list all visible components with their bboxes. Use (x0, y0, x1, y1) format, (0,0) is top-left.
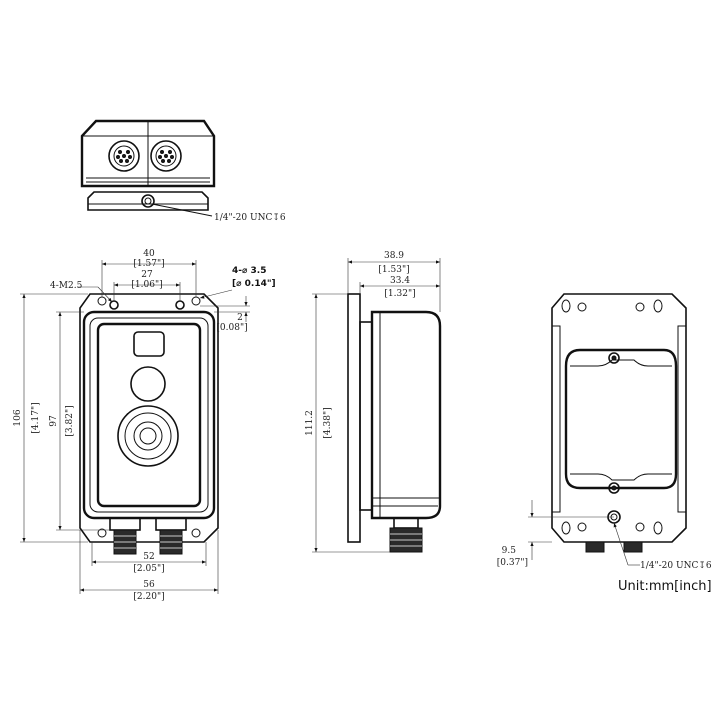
back-mount-plate (551, 293, 687, 543)
dim-offset-2: 2 (237, 313, 243, 323)
side-housing (370, 310, 442, 520)
top-view-thread-hole-icon (141, 194, 155, 208)
top-connector-right-icon (150, 140, 182, 172)
front-lens-small-icon (130, 366, 166, 402)
dim-width-40: 40 (143, 249, 155, 259)
callout-hole-d35-inch: [⌀ 0.14"] (232, 279, 276, 289)
side-connector-icon (389, 517, 423, 553)
dim-height-97-inch: [3.82"] (65, 405, 75, 436)
dim-width-27-inch: [1.06"] (131, 280, 162, 290)
unit-label: Unit:mm[inch] (618, 579, 712, 594)
top-view: 1/4"-20 UNC↧6 (80, 119, 286, 223)
back-connector-left-icon (585, 541, 605, 553)
front-housing (82, 310, 216, 520)
back-top-screw-icon (608, 352, 620, 364)
back-connector-right-icon (623, 541, 643, 553)
dim-height-97: 97 (49, 415, 59, 427)
side-mount-plate (347, 293, 361, 543)
back-cutout (564, 348, 678, 490)
front-connector-right-icon (155, 517, 187, 555)
dim-depth-334-inch: [1.32"] (384, 289, 415, 299)
side-view: 38.9 [1.53"] 33.4 [1.32"] 111.2 [4.38"] (305, 251, 442, 553)
front-connector-left-icon (109, 517, 141, 555)
front-view: 40 [1.57"] 27 [1.06"] 4-M2.5 4-⌀ 3.5 [⌀ … (13, 249, 276, 602)
back-view: 9.5 [0.37"] 1/4"-20 UNC↧6 (497, 293, 712, 571)
dim-width-56-inch: [2.20"] (133, 592, 164, 602)
front-lens-large-icon (117, 405, 179, 467)
dim-offset-95-inch: [0.37"] (497, 558, 528, 568)
back-thread-callout: 1/4"-20 UNC↧6 (640, 561, 712, 571)
front-mount-plate (79, 293, 219, 543)
dim-height-1112-inch: [4.38"] (323, 407, 333, 438)
dim-height-106: 106 (13, 409, 23, 426)
dim-depth-389-inch: [1.53"] (378, 265, 409, 275)
dim-height-106-inch: [4.17"] (31, 402, 41, 433)
top-connector-left-icon (108, 140, 140, 172)
dim-offset-95: 9.5 (502, 546, 517, 556)
dim-width-27: 27 (141, 270, 153, 280)
top-view-thread-callout: 1/4"-20 UNC↧6 (214, 213, 286, 223)
dim-depth-334: 33.4 (390, 276, 410, 286)
dim-width-40-inch: [1.57"] (133, 259, 164, 269)
dim-width-52-inch: [2.05"] (133, 564, 164, 574)
front-m25-hole-icon (109, 300, 119, 310)
top-view-bracket (87, 191, 209, 211)
callout-hole-d35: 4-⌀ 3.5 (232, 266, 267, 276)
dim-offset-2-inch: [0.08"] (216, 323, 247, 333)
back-bottom-screw-icon (608, 482, 620, 494)
dim-width-56: 56 (143, 580, 155, 590)
front-window (96, 322, 202, 508)
dim-height-1112: 111.2 (305, 410, 315, 436)
dim-width-52: 52 (143, 552, 154, 562)
dim-depth-389: 38.9 (384, 251, 404, 261)
front-sensor-icon (133, 331, 165, 357)
callout-thread-m25: 4-M2.5 (50, 281, 83, 291)
